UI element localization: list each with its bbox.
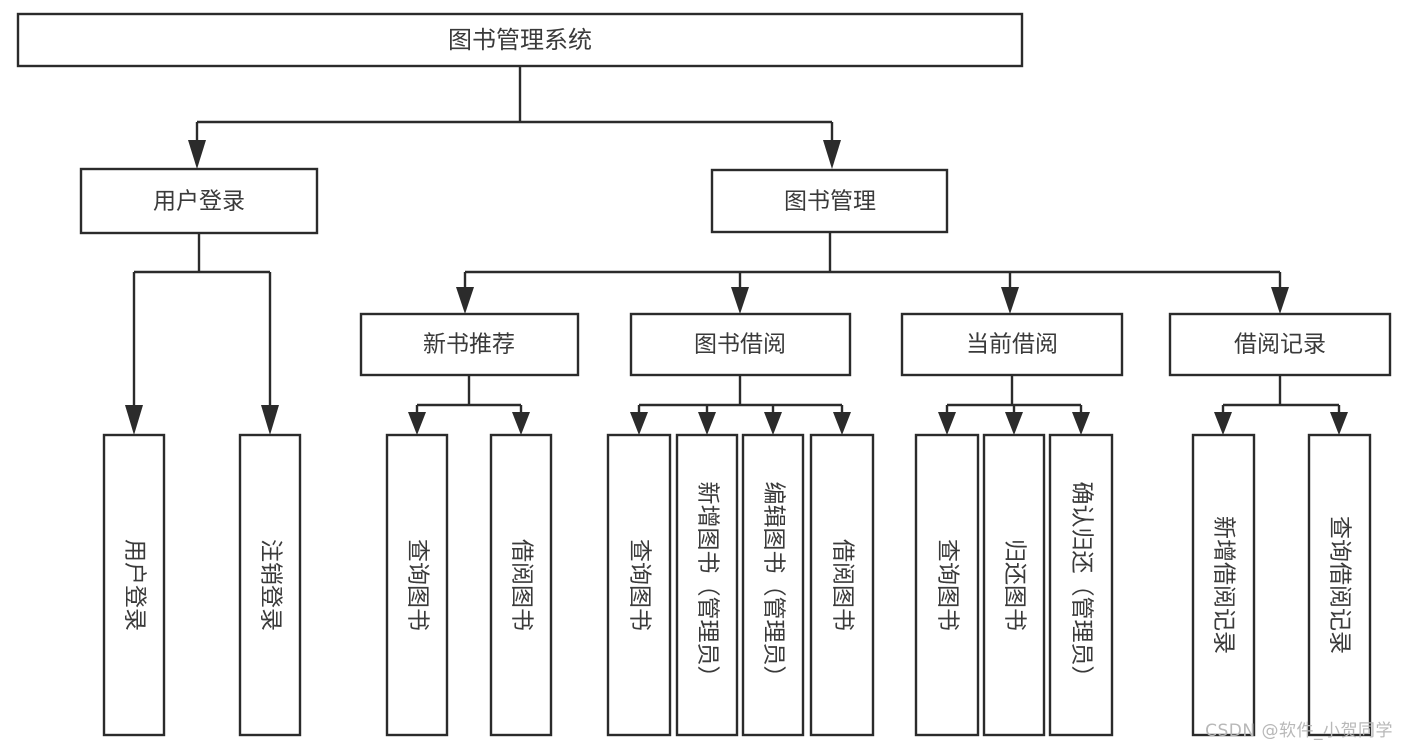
arrowhead-book-borrow [731,287,749,314]
arrowhead-new-book-leaf-1 [408,412,426,435]
node-book-manage-box[interactable] [710,168,949,234]
node-current-borrow[interactable]: 当前借阅 [900,312,1124,377]
node-leaf-box[interactable] [606,433,672,737]
node-leaf-borrow-record-1[interactable]: 新增借阅记录 [1191,433,1256,737]
node-leaf-book-borrow-2[interactable]: 新增图书（管理员） [675,433,739,737]
node-leaf-box[interactable] [982,433,1046,737]
arrowhead-book-manage [823,140,841,169]
edge-group-current-borrow [938,375,1090,435]
node-leaf-box[interactable] [1191,433,1256,737]
node-book-manage[interactable]: 图书管理 [710,168,949,234]
node-leaf-book-borrow-3[interactable]: 编辑图书（管理员） [741,433,805,737]
node-leaf-label: 新增借阅记录 [1211,516,1237,654]
node-leaf-box[interactable] [238,433,302,737]
node-leaf-label: 查询借阅记录 [1327,516,1353,654]
node-leaf-box[interactable] [102,433,166,737]
node-leaf-new-book-2[interactable]: 借阅图书 [489,433,553,737]
edge-group-book-manage [456,232,1289,314]
node-leaf-box[interactable] [1307,433,1372,737]
node-borrow-record-box[interactable] [1168,312,1392,377]
node-leaf-label: 新增图书（管理员） [695,482,721,689]
arrowhead-borrow-record-leaf-2 [1330,412,1348,435]
arrowhead-new-book-leaf-2 [512,412,530,435]
arrowhead-borrow-record [1271,287,1289,314]
node-leaf-label: 用户登录 [122,539,148,631]
node-leaf-label: 确认归还（管理员） [1069,482,1095,689]
node-leaf-current-borrow-1[interactable]: 查询图书 [914,433,980,737]
node-book-manage-label: 图书管理 [784,189,876,215]
node-leaf-current-borrow-2[interactable]: 归还图书 [982,433,1046,737]
node-root-box[interactable] [16,12,1024,68]
arrowhead-user-login-leaf-1 [125,405,143,435]
node-leaf-new-book-1[interactable]: 查询图书 [385,433,449,737]
node-leaf-book-borrow-4[interactable]: 借阅图书 [809,433,875,737]
node-leaf-box[interactable] [741,433,805,737]
arrowhead-user-login [188,140,206,169]
node-leaf-current-borrow-3[interactable]: 确认归还（管理员） [1048,433,1114,737]
node-user-login-label: 用户登录 [153,189,245,215]
edge-group-new-book [408,375,530,435]
node-user-login-box[interactable] [79,167,319,235]
node-book-borrow-box[interactable] [629,312,852,377]
node-new-book-box[interactable] [359,312,580,377]
node-leaf-label: 查询图书 [405,539,431,631]
node-borrow-record[interactable]: 借阅记录 [1168,312,1392,377]
node-leaf-box[interactable] [809,433,875,737]
arrowhead-new-book [456,287,474,314]
node-leaf-label: 归还图书 [1002,539,1028,631]
node-leaf-borrow-record-2[interactable]: 查询借阅记录 [1307,433,1372,737]
edge-group-user-login [125,233,279,435]
node-user-login[interactable]: 用户登录 [79,167,319,235]
node-leaf-label: 借阅图书 [509,539,535,631]
arrowhead-book-borrow-leaf-1 [630,412,648,435]
edge-group-root [188,66,841,169]
node-leaf-box[interactable] [385,433,449,737]
node-leaf-user-login-2[interactable]: 注销登录 [238,433,302,737]
node-leaf-label: 注销登录 [258,539,284,631]
node-leaf-user-login-1[interactable]: 用户登录 [102,433,166,737]
node-root[interactable]: 图书管理系统 [16,12,1024,68]
node-leaf-box[interactable] [1048,433,1114,737]
arrowhead-borrow-record-leaf-1 [1214,412,1232,435]
node-leaf-box[interactable] [914,433,980,737]
node-leaf-book-borrow-1[interactable]: 查询图书 [606,433,672,737]
arrowhead-book-borrow-leaf-4 [833,412,851,435]
edge-group-borrow-record [1214,375,1348,435]
node-leaf-label: 编辑图书（管理员） [761,482,787,689]
edge-group-book-borrow [630,375,851,435]
node-root-label: 图书管理系统 [448,26,592,54]
arrowhead-current-borrow [1001,287,1019,314]
node-current-borrow-label: 当前借阅 [966,332,1058,358]
node-leaf-label: 查询图书 [935,539,961,631]
node-current-borrow-box[interactable] [900,312,1124,377]
node-book-borrow-label: 图书借阅 [694,332,786,358]
node-leaf-box[interactable] [489,433,553,737]
node-leaf-label: 查询图书 [627,539,653,631]
arrowhead-current-borrow-leaf-1 [938,412,956,435]
arrowhead-book-borrow-leaf-3 [764,412,782,435]
node-new-book-label: 新书推荐 [423,332,515,358]
node-leaf-box[interactable] [675,433,739,737]
node-new-book[interactable]: 新书推荐 [359,312,580,377]
arrowhead-book-borrow-leaf-2 [698,412,716,435]
node-borrow-record-label: 借阅记录 [1234,332,1326,358]
arrowhead-current-borrow-leaf-2 [1005,412,1023,435]
node-leaf-label: 借阅图书 [830,539,856,631]
arrowhead-user-login-leaf-2 [261,405,279,435]
node-book-borrow[interactable]: 图书借阅 [629,312,852,377]
arrowhead-current-borrow-leaf-3 [1072,412,1090,435]
